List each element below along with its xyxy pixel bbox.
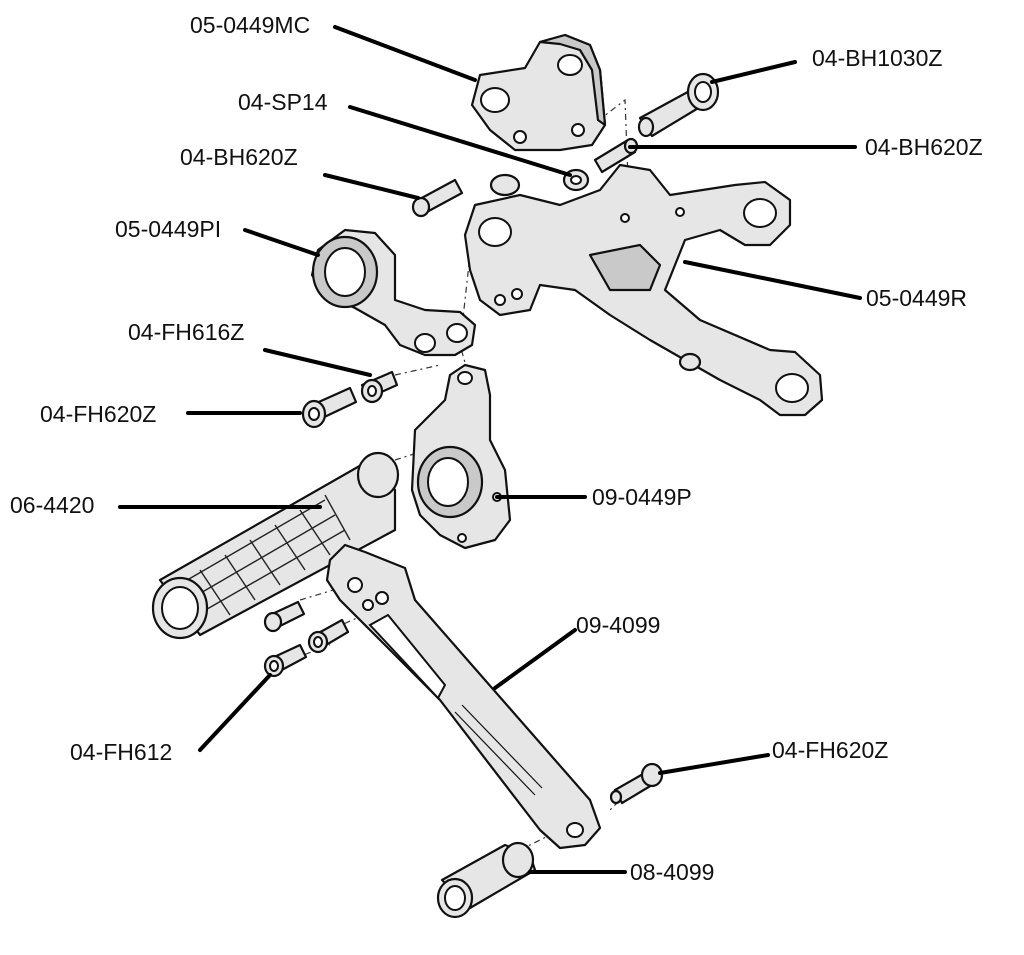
part-06-4420 <box>151 451 400 640</box>
leader-05-0449MC <box>333 25 477 82</box>
label-05-0449PI: 05-0449PI <box>115 216 221 242</box>
part-05-0449MC <box>470 33 607 152</box>
leader-04-FH616Z <box>263 348 372 377</box>
part-09-4099 <box>325 543 602 850</box>
label-04-FH616Z: 04-FH616Z <box>128 319 244 345</box>
part-spacer-a <box>263 600 306 633</box>
leader-05-0449R <box>683 260 862 300</box>
leader-lines <box>118 25 862 874</box>
label-05-0449R: 05-0449R <box>866 285 967 311</box>
leader-05-0449PI <box>243 228 320 257</box>
part-spacer-b <box>307 618 350 654</box>
label-09-0449P: 09-0449P <box>592 484 692 510</box>
label-04-SP14: 04-SP14 <box>238 89 328 115</box>
leader-04-SP14 <box>348 105 572 177</box>
leader-04-BH620Z-left <box>323 173 420 200</box>
label-06-4420: 06-4420 <box>10 492 94 518</box>
label-05-0449MC: 05-0449MC <box>190 12 310 38</box>
label-04-FH620Z-right: 04-FH620Z <box>772 737 888 763</box>
label-04-FH612: 04-FH612 <box>70 739 172 765</box>
part-05-0449R <box>463 163 824 417</box>
part-08-4099 <box>436 841 537 919</box>
label-04-BH620Z-right: 04-BH620Z <box>865 134 983 160</box>
part-05-0449PI <box>310 228 477 357</box>
part-04-FH620Z-left <box>301 386 358 429</box>
label-04-FH620Z-left: 04-FH620Z <box>40 401 156 427</box>
part-04-FH616Z <box>360 370 399 404</box>
leader-09-4099 <box>493 628 577 690</box>
part-09-0449P <box>410 363 512 550</box>
leader-04-FH620Z-right <box>658 753 770 775</box>
leader-04-BH1030Z <box>710 60 797 84</box>
label-09-4099: 09-4099 <box>576 612 660 638</box>
label-08-4099: 08-4099 <box>630 859 714 885</box>
part-04-FH612 <box>263 643 308 678</box>
label-04-BH1030Z: 04-BH1030Z <box>812 45 942 71</box>
leader-04-FH612 <box>198 673 272 752</box>
part-04-FH620Z-right <box>609 762 664 805</box>
part-04-BH1030Z <box>637 72 720 138</box>
part-04-BH620Z-left <box>411 178 464 218</box>
label-04-BH620Z-left: 04-BH620Z <box>180 144 298 170</box>
part-labels: 05-0449MC 04-SP14 04-BH620Z 05-0449PI 04… <box>10 12 983 885</box>
